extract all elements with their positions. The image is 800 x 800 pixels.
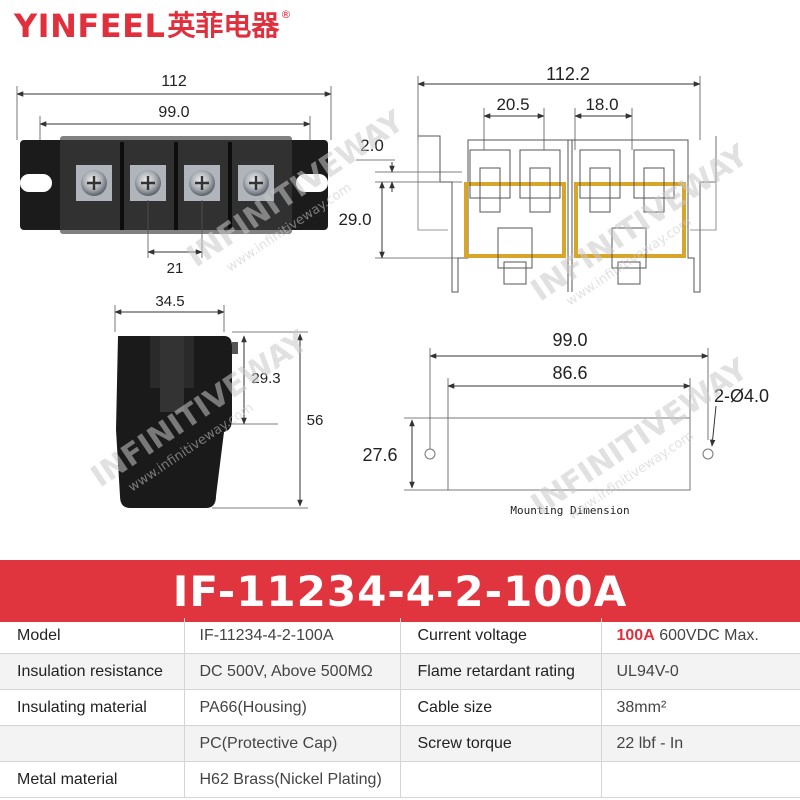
dim-pitch-a: 20.5	[496, 95, 529, 114]
spec-value: PC(Protective Cap)	[184, 725, 401, 762]
terminal-1	[76, 165, 112, 201]
spec-label: Insulating material	[0, 689, 185, 726]
mounting-slot-right	[296, 174, 328, 192]
brand-name-latin: YINFEEL	[14, 7, 166, 45]
dim-mount-height: 27.6	[362, 445, 397, 465]
mounting-hole-right	[702, 448, 714, 460]
spec-label: Insulation resistance	[0, 653, 185, 690]
spec-label	[0, 725, 185, 762]
brand-logo: YINFEEL 英菲电器 ®	[14, 6, 291, 46]
mounting-caption: Mounting Dimension	[510, 504, 629, 517]
spec-value: UL94V-0	[601, 653, 800, 690]
spec-table: Model IF-11234-4-2-100A Current voltage …	[0, 618, 800, 798]
dim-section-height: 29.0	[338, 210, 371, 229]
product-title-band: IF-11234-4-2-100A	[0, 560, 800, 622]
dim-overall-width: 112	[161, 73, 187, 90]
dim-side-inner-height: 29.3	[251, 370, 280, 387]
table-row: Insulation resistance DC 500V, Above 500…	[0, 653, 800, 690]
terminal-3	[184, 165, 220, 201]
spec-value-rest: 600VDC Max.	[654, 626, 759, 644]
product-title: IF-11234-4-2-100A	[172, 566, 628, 616]
technical-drawing: 112 99.0 21	[16, 64, 769, 523]
spec-label: Cable size	[400, 689, 602, 726]
spec-label	[400, 761, 602, 798]
spec-label: Model	[0, 618, 185, 654]
dim-pitch: 21	[167, 260, 184, 277]
dim-offset: 2.0	[360, 136, 384, 155]
table-row: Metal material H62 Brass(Nickel Plating)	[0, 761, 800, 798]
registered-mark: ®	[280, 8, 292, 21]
spec-value: 38mm²	[601, 689, 800, 726]
busbar-left	[464, 182, 566, 258]
mounting-hole-left	[424, 448, 436, 460]
dim-mount-inner-span: 86.6	[552, 363, 587, 383]
spec-label: Current voltage	[400, 618, 602, 654]
dim-mount-outer-span: 99.0	[552, 330, 587, 350]
spec-value: IF-11234-4-2-100A	[184, 618, 401, 654]
spec-value: H62 Brass(Nickel Plating)	[184, 761, 401, 798]
spec-label: Screw torque	[400, 725, 602, 762]
spec-value: 100A 600VDC Max.	[601, 618, 800, 654]
spec-value-highlight: 100A	[616, 626, 655, 644]
terminal-4	[238, 165, 274, 201]
spec-label: Metal material	[0, 761, 185, 798]
dim-hole-span: 99.0	[158, 104, 189, 121]
spec-value	[601, 761, 800, 798]
table-row: Insulating material PA66(Housing) Cable …	[0, 689, 800, 726]
mounting-footprint	[447, 417, 691, 491]
mounting-holes-spec: 2-Ø4.0	[714, 386, 769, 406]
dim-pitch-b: 18.0	[585, 95, 618, 114]
table-row: Model IF-11234-4-2-100A Current voltage …	[0, 618, 800, 654]
spec-value: PA66(Housing)	[184, 689, 401, 726]
busbar-right	[574, 182, 686, 258]
section-view: 112.2 20.5 18.0 2.0 29.0	[338, 64, 717, 293]
spec-label: Flame retardant rating	[400, 653, 602, 690]
terminal-2	[130, 165, 166, 201]
spec-value: DC 500V, Above 500MΩ	[184, 653, 401, 690]
dim-side-width: 34.5	[155, 293, 184, 310]
dim-side-overall-height: 56	[307, 412, 324, 429]
table-row: PC(Protective Cap) Screw torque 22 lbf -…	[0, 725, 800, 762]
brand-name-chinese: 英菲电器	[167, 9, 280, 42]
mounting-view: 99.0 86.6 27.6 2-Ø4.0 Mounting Dimension	[362, 330, 769, 517]
side-body	[116, 336, 232, 508]
front-view: 112 99.0 21	[16, 73, 332, 277]
side-view: 34.5 29.3 56	[114, 293, 324, 509]
spec-value: 22 lbf - In	[601, 725, 800, 762]
mounting-slot-left	[20, 174, 52, 192]
dim-section-width: 112.2	[546, 64, 590, 84]
